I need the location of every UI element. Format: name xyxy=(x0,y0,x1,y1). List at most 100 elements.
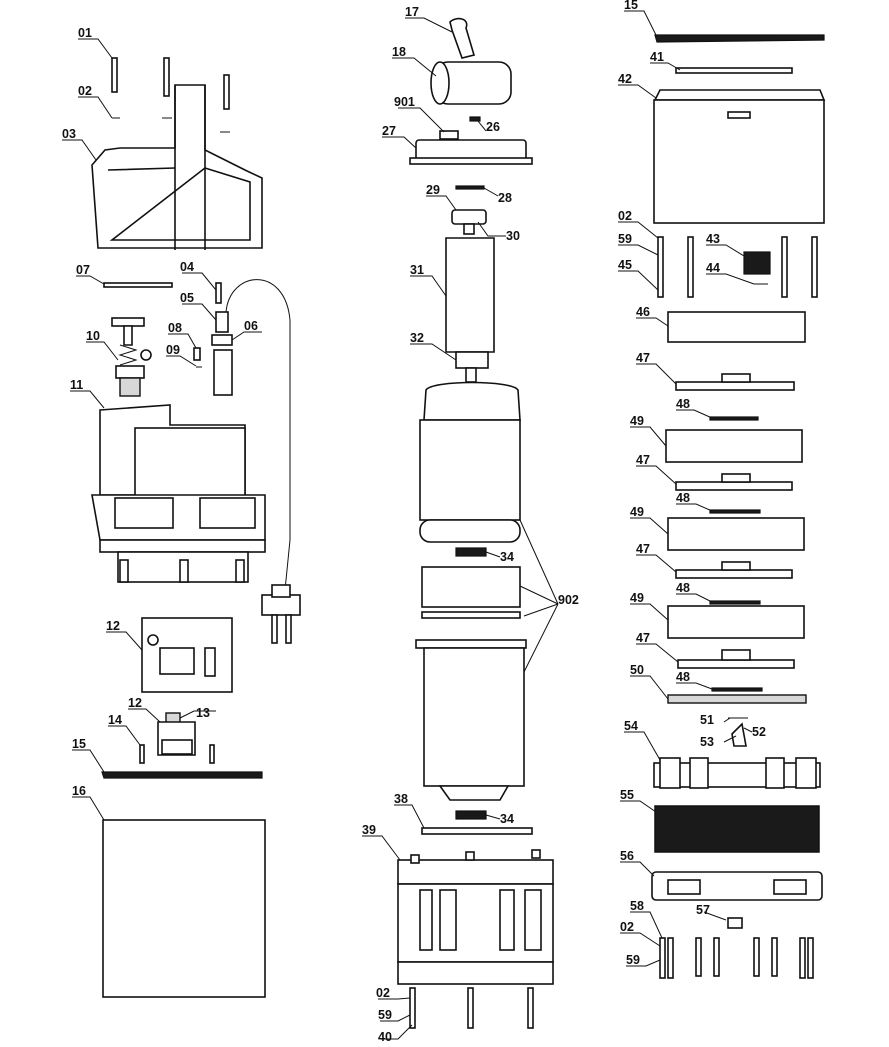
label-26: 26 xyxy=(486,120,500,134)
part-16-cover-plate xyxy=(102,819,266,998)
label-02-center: 02 xyxy=(376,986,390,1000)
label-45: 45 xyxy=(618,258,632,272)
label-49-b: 49 xyxy=(630,505,644,519)
label-46: 46 xyxy=(636,305,650,319)
label-48-a: 48 xyxy=(676,397,690,411)
label-29: 29 xyxy=(426,183,440,197)
label-08: 08 xyxy=(168,321,182,335)
label-38: 38 xyxy=(394,792,408,806)
part-57-nut xyxy=(727,917,743,929)
part-12-13-switch-block xyxy=(157,712,196,756)
label-02-right-top: 02 xyxy=(618,209,632,223)
part-48-ring-a xyxy=(709,416,759,421)
label-15-right: 15 xyxy=(624,0,638,12)
part-27-lid xyxy=(409,130,533,165)
label-902: 902 xyxy=(558,593,579,607)
label-12-switch: 12 xyxy=(128,696,142,710)
label-53: 53 xyxy=(700,735,714,749)
part-10-valve xyxy=(111,317,152,397)
label-40: 40 xyxy=(378,1030,392,1044)
label-34-upper: 34 xyxy=(500,550,514,564)
part-02-59-45-rods xyxy=(657,236,818,298)
part-48-ring-c xyxy=(709,600,761,605)
part-02-59-40-screws xyxy=(409,987,534,1029)
label-43: 43 xyxy=(706,232,720,246)
part-07-strip xyxy=(103,282,173,288)
label-44: 44 xyxy=(706,261,720,275)
right-assembly xyxy=(651,34,826,979)
label-13: 13 xyxy=(196,706,210,720)
label-18: 18 xyxy=(392,45,406,59)
label-05: 05 xyxy=(180,291,194,305)
part-47-tray-d xyxy=(677,649,795,669)
label-49-a: 49 xyxy=(630,414,644,428)
label-30: 30 xyxy=(506,229,520,243)
label-34-lower: 34 xyxy=(500,812,514,826)
part-12-label-plate xyxy=(141,617,233,693)
label-04: 04 xyxy=(180,260,194,274)
label-10: 10 xyxy=(86,329,100,343)
label-02-top-left: 02 xyxy=(78,84,92,98)
label-11: 11 xyxy=(70,378,83,392)
label-49-c: 49 xyxy=(630,591,644,605)
part-31-rotor xyxy=(445,223,495,383)
part-28-ring xyxy=(455,185,485,190)
part-46-filter-block xyxy=(667,311,806,343)
part-03-handle-housing xyxy=(91,84,263,250)
part-26-nut xyxy=(469,116,481,122)
label-50: 50 xyxy=(630,663,644,677)
part-49-filter-c xyxy=(667,605,805,639)
part-48-ring-b xyxy=(709,509,761,514)
center-assembly xyxy=(397,17,554,1029)
part-51-53-clip xyxy=(728,717,748,747)
part-47-tray-c xyxy=(675,561,793,579)
part-43-44-spring xyxy=(743,251,771,285)
part-50-plate xyxy=(667,694,807,704)
part-54-frame xyxy=(653,757,821,789)
label-12-plate: 12 xyxy=(106,619,120,633)
part-14-screw-b xyxy=(209,744,215,764)
label-17: 17 xyxy=(405,5,419,19)
label-59-center: 59 xyxy=(378,1008,392,1022)
label-02-right-bottom: 02 xyxy=(620,920,634,934)
part-11-base-housing xyxy=(91,404,266,583)
label-47-c: 47 xyxy=(636,542,650,556)
label-59-right-top: 59 xyxy=(618,232,632,246)
part-02-washers xyxy=(112,117,230,133)
part-15-gasket-left xyxy=(101,771,263,779)
label-47-b: 47 xyxy=(636,453,650,467)
label-48-b: 48 xyxy=(676,491,690,505)
part-58-02-59-screws xyxy=(659,937,814,979)
part-47-tray-b xyxy=(675,473,793,491)
leader-lines xyxy=(62,10,755,1040)
label-58: 58 xyxy=(630,899,644,913)
part-18-capacitor xyxy=(430,61,512,105)
part-04-06-cable-gland xyxy=(211,279,291,591)
label-901: 901 xyxy=(394,95,415,109)
label-41: 41 xyxy=(650,50,664,64)
label-42: 42 xyxy=(618,72,632,86)
label-51: 51 xyxy=(700,713,714,727)
label-57: 57 xyxy=(696,903,710,917)
part-49-filter-b xyxy=(667,517,805,551)
part-47-tray-a xyxy=(675,373,795,391)
label-47-a: 47 xyxy=(636,351,650,365)
label-39: 39 xyxy=(362,823,376,837)
label-01: 01 xyxy=(78,26,92,40)
part-41-seal xyxy=(675,67,793,74)
part-29-bearing xyxy=(451,209,487,225)
part-01-screws xyxy=(111,57,230,110)
part-plug xyxy=(261,584,301,644)
label-56: 56 xyxy=(620,849,634,863)
part-08-pin xyxy=(193,347,201,361)
part-49-filter-a xyxy=(665,429,803,463)
label-14: 14 xyxy=(108,713,122,727)
label-16: 16 xyxy=(72,784,86,798)
label-15-left: 15 xyxy=(72,737,86,751)
label-48-c: 48 xyxy=(676,581,690,595)
label-55: 55 xyxy=(620,788,634,802)
part-42-filter-box xyxy=(653,89,826,224)
label-48-d: 48 xyxy=(676,670,690,684)
part-902-stator-group xyxy=(415,381,527,820)
